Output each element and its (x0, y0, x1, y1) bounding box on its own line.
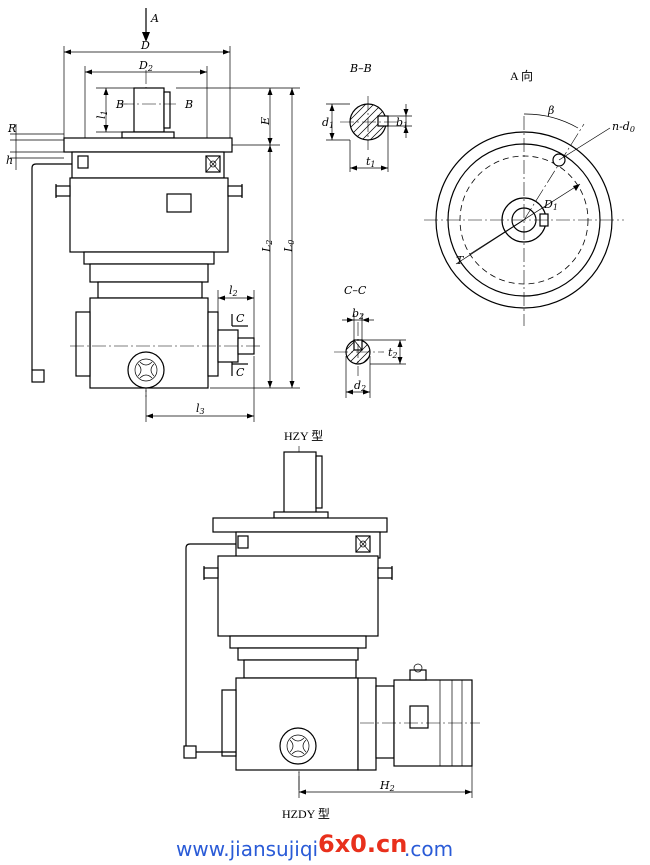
bb-t1-label: t (366, 155, 371, 168)
watermark-right: .cn (367, 830, 407, 858)
svg-text:d2: d2 (354, 379, 366, 393)
dim-l0-label: L (282, 245, 295, 253)
dim-h2-sub: 2 (389, 784, 395, 793)
hzdy-view: H2 (183, 446, 480, 798)
bb-b1-sub: 1 (403, 121, 408, 130)
dim-r-label: R (7, 122, 16, 135)
hzdy-caption: HZDY 型 (282, 807, 330, 821)
dim-l-cap2-label: L (260, 245, 273, 253)
dim-l3-sub: 3 (200, 407, 205, 416)
dim-l0-sub: 0 (287, 240, 296, 245)
dim-l-cap2-sub: 2 (265, 240, 274, 246)
section-b-right: B (184, 98, 193, 111)
cc-d2-sub: 2 (360, 384, 366, 393)
watermark: www.jiansujiqi 6x0.cn .com (176, 830, 453, 861)
a-d1-label: D (543, 198, 553, 211)
svg-text:t2: t2 (388, 346, 398, 360)
section-c-c: C–C b2 t2 d2 (334, 284, 406, 398)
svg-text:D2: D2 (138, 59, 153, 73)
a-t-label: T (456, 254, 465, 267)
bb-d1-sub: 1 (329, 121, 334, 130)
svg-text:D1: D1 (543, 198, 558, 212)
a-view-label: A 向 (510, 68, 533, 83)
svg-text:l1: l1 (95, 110, 109, 119)
cc-b2-label: b (352, 307, 359, 320)
dim-l1-label: l (95, 115, 108, 119)
dim-a-label: A (150, 12, 159, 25)
section-c-c-label: C–C (344, 284, 367, 297)
watermark-left: www. (176, 837, 230, 861)
dim-d2-sub: 2 (147, 64, 153, 73)
cc-t2-label: t (388, 346, 393, 359)
svg-text:t1: t1 (366, 155, 376, 169)
a-d1-sub: 1 (553, 203, 558, 212)
watermark-tail: .com (404, 837, 453, 861)
cc-d2-label: d (354, 379, 361, 392)
hzy-view: A D D2 B B l1 R h (6, 8, 300, 422)
svg-text:www.jiansujiqi: www.jiansujiqi (176, 837, 318, 861)
svg-text:l2: l2 (229, 284, 238, 298)
dim-h-label: h (6, 154, 13, 167)
svg-text:L2: L2 (260, 240, 274, 253)
cc-b2-sub: 2 (358, 312, 364, 321)
dim-e-label: E (259, 117, 272, 126)
svg-text:b2: b2 (352, 307, 364, 321)
bb-t1-sub: 1 (370, 160, 375, 169)
a-nd0-label: n-d (612, 120, 630, 133)
bb-b1-label: b (396, 116, 403, 129)
svg-text:l3: l3 (196, 402, 205, 416)
dim-l2-label: l (229, 284, 233, 297)
watermark-brand: 6x0 (318, 830, 367, 858)
dim-h2-label: H (379, 779, 390, 792)
dim-d-label: D (140, 39, 150, 52)
section-b-left: B (115, 98, 124, 111)
dim-l2-sub: 2 (232, 289, 238, 298)
svg-text:d1: d1 (322, 116, 334, 130)
svg-text:H2: H2 (379, 779, 395, 793)
bb-d1-label: d (322, 116, 329, 129)
dim-l3-label: l (196, 402, 200, 415)
section-c-bottom: C (236, 366, 245, 379)
dim-l1-sub: 1 (100, 110, 109, 115)
cc-t2-sub: 2 (391, 351, 397, 360)
section-b-b-label: B–B (349, 62, 372, 75)
hzy-caption: HZY 型 (284, 429, 323, 443)
a-nd0-sub: 0 (630, 125, 635, 134)
section-c-top: C (236, 312, 245, 325)
a-direction-view: A 向 n-d0 β D1 T (424, 68, 635, 326)
section-b-b: B–B d1 b1 t1 (322, 62, 412, 172)
svg-text:L0: L0 (282, 240, 296, 253)
svg-text:n-d0: n-d0 (612, 120, 635, 134)
watermark-middle: jiansujiqi (229, 837, 319, 861)
dim-d2-label: D (138, 59, 148, 72)
a-beta-label: β (547, 104, 554, 117)
svg-text:6x0.cn: 6x0.cn (318, 830, 407, 858)
svg-text:b1: b1 (396, 116, 408, 130)
